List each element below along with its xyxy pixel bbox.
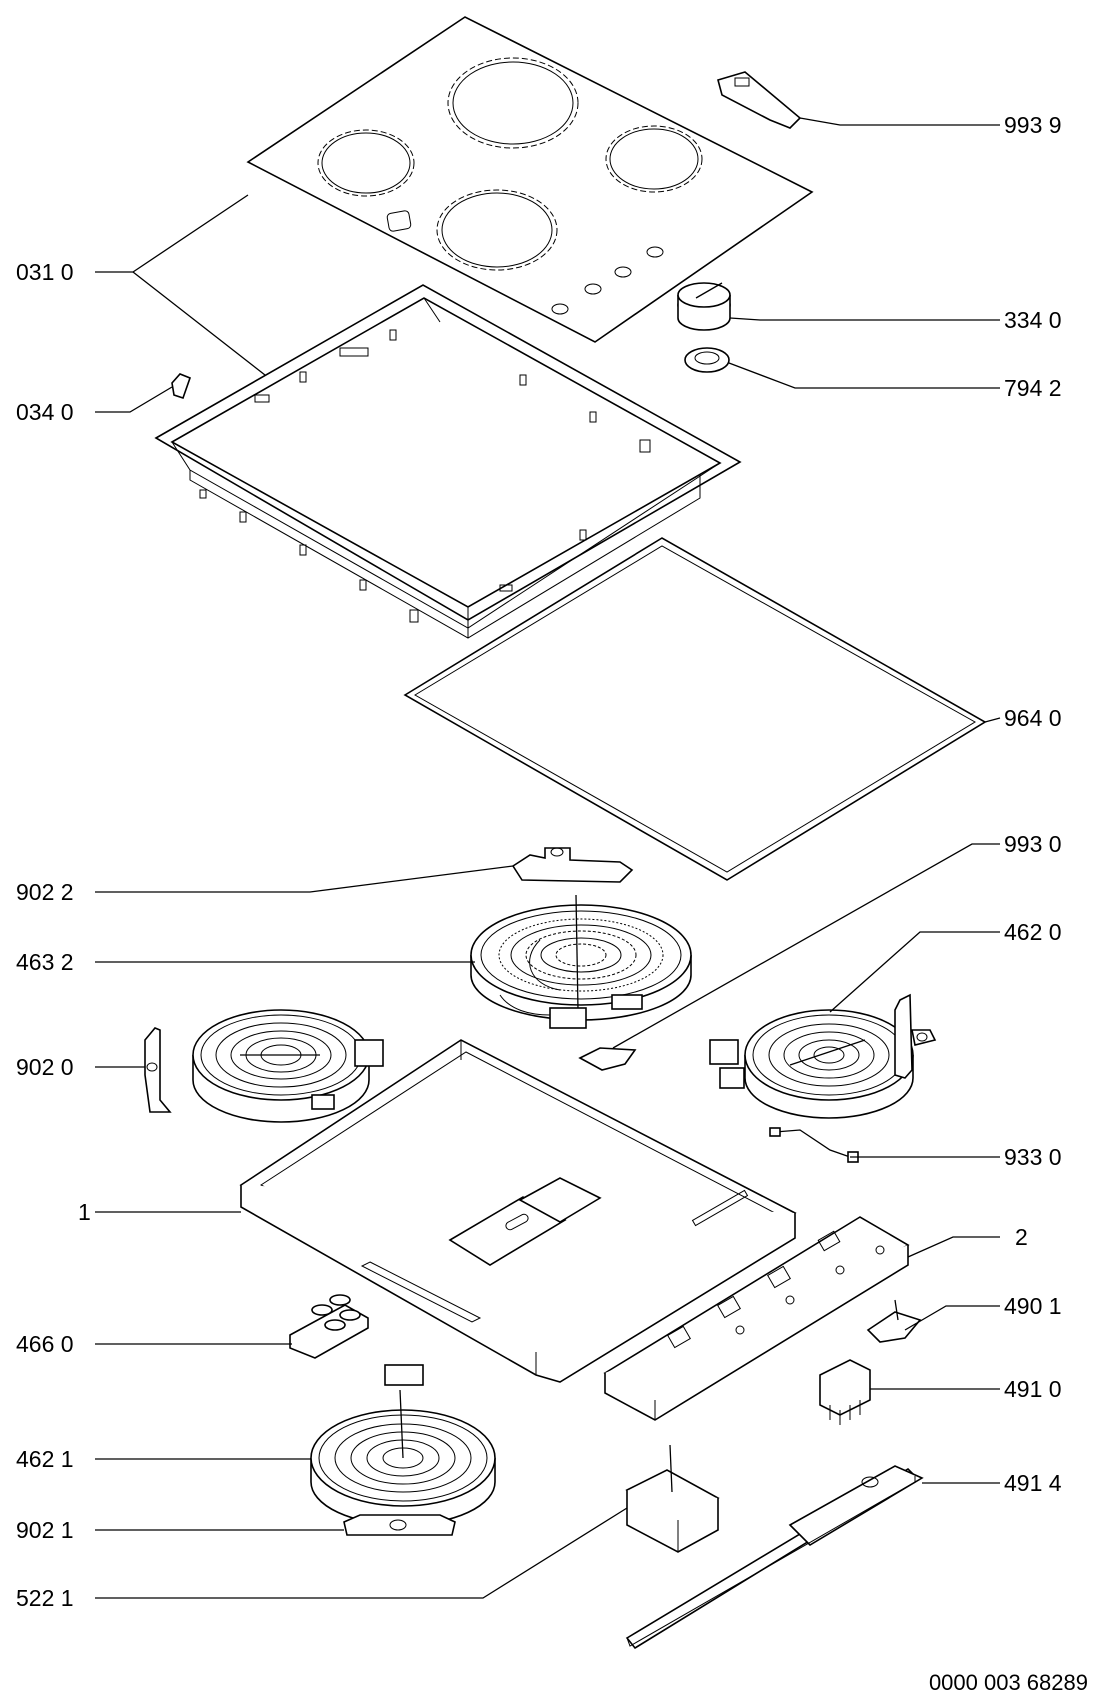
label-031-0: 031 0 (16, 259, 74, 285)
hob-frame (154, 284, 742, 639)
heating-element-463-2 (470, 894, 692, 1029)
fixing-clip (171, 373, 192, 400)
capacitor-466-0 (289, 1294, 369, 1359)
label-491-0: 491 0 (1004, 1376, 1062, 1402)
label-491-4: 491 4 (1004, 1470, 1062, 1496)
leader-lines (95, 117, 1001, 1599)
document-number: 0000 003 68289 (929, 1670, 1088, 1695)
bracket-right (894, 993, 937, 1079)
heating-element-462-0 (709, 1009, 914, 1119)
label-794-2: 794 2 (1004, 375, 1062, 401)
label-2: 2 (1015, 1224, 1028, 1250)
label-933-0: 933 0 (1004, 1144, 1062, 1170)
terminal-block (819, 1359, 871, 1425)
label-466-0: 466 0 (16, 1331, 74, 1357)
label-1: 1 (78, 1199, 91, 1225)
control-housing (603, 1216, 910, 1421)
label-902-1: 902 1 (16, 1517, 74, 1543)
sensor-933-0 (769, 1127, 859, 1163)
bracket-993-9 (717, 71, 802, 129)
cover-491-4 (625, 1465, 924, 1650)
bracket-902-2 (511, 847, 634, 883)
label-463-2: 463 2 (16, 949, 74, 975)
label-902-2: 902 2 (16, 879, 74, 905)
ceramic-glass-top (246, 16, 814, 343)
label-490-1: 490 1 (1004, 1293, 1062, 1319)
label-993-9: 993 9 (1004, 112, 1062, 138)
connector-490-1 (866, 1299, 922, 1343)
label-964-0: 964 0 (1004, 705, 1062, 731)
bracket-902-1 (343, 1514, 456, 1536)
label-462-1: 462 1 (16, 1446, 74, 1472)
part-labels: 993 9 031 0 334 0 034 0 794 2 964 0 993 … (16, 112, 1062, 1611)
label-993-0: 993 0 (1004, 831, 1062, 857)
knob-ring (684, 347, 730, 373)
energy-regulator (625, 1444, 720, 1553)
label-034-0: 034 0 (16, 399, 74, 425)
heating-element-462-1 (310, 1364, 496, 1526)
bracket-902-0 (144, 1027, 172, 1113)
label-334-0: 334 0 (1004, 307, 1062, 333)
fixing-clip-993-0 (578, 1047, 637, 1071)
label-522-1: 522 1 (16, 1585, 74, 1611)
label-462-0: 462 0 (1004, 919, 1062, 945)
heating-element-left (192, 1009, 384, 1123)
control-knob (677, 282, 731, 331)
label-902-0: 902 0 (16, 1054, 74, 1080)
bottom-tray (239, 1039, 797, 1383)
